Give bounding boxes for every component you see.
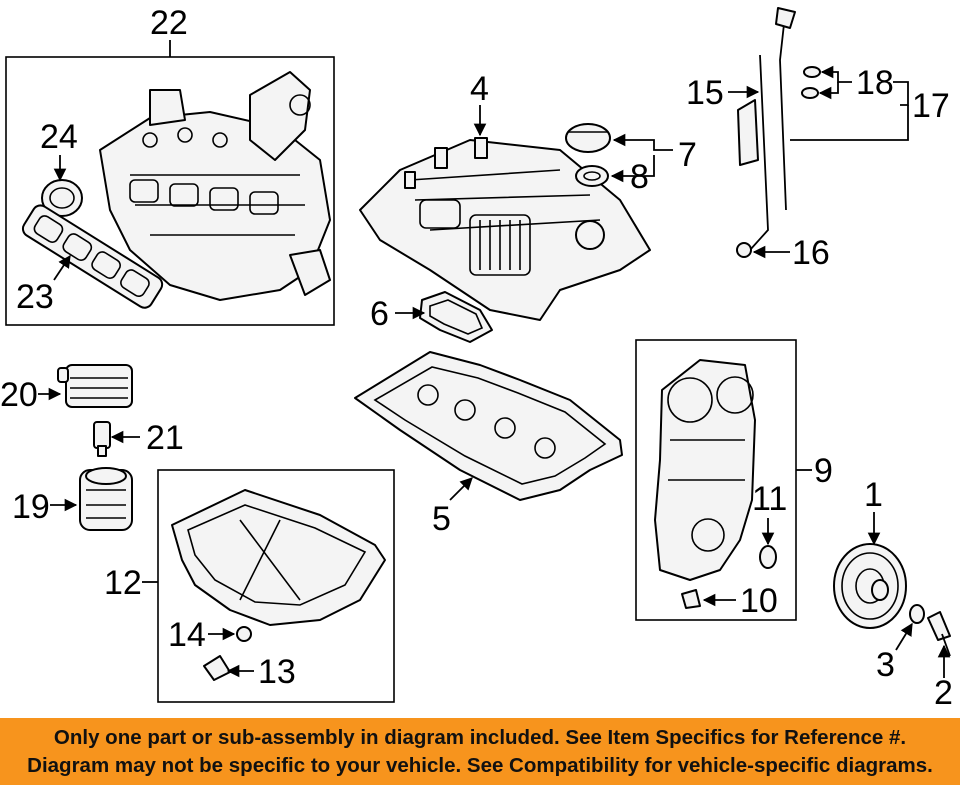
- oil-filter-part[interactable]: [79, 467, 133, 531]
- callout-22: 22: [150, 4, 188, 42]
- leader-lines: [38, 40, 951, 678]
- callout-5: 5: [432, 500, 451, 538]
- drain-plug-gasket-part[interactable]: [236, 626, 252, 642]
- callout-9: 9: [814, 452, 833, 490]
- callout-3: 3: [876, 646, 895, 684]
- valve-cover-gasket-part[interactable]: [354, 351, 623, 501]
- oil-pan-part[interactable]: [171, 489, 386, 626]
- callout-4: 4: [470, 70, 489, 108]
- oil-filler-cap-seal-part[interactable]: [575, 165, 609, 187]
- callout-24: 24: [40, 118, 78, 156]
- oil-cooler-part[interactable]: [57, 364, 133, 408]
- valve-cover-part[interactable]: [359, 137, 651, 321]
- callout-14: 14: [168, 616, 206, 654]
- callout-16: 16: [792, 234, 830, 272]
- callout-19: 19: [12, 488, 50, 526]
- crankshaft-pulley-part[interactable]: [833, 543, 907, 629]
- disclaimer-line-1: Only one part or sub-assembly in diagram…: [53, 725, 907, 749]
- callout-8: 8: [630, 158, 649, 196]
- disclaimer-banner: Only one part or sub-assembly in diagram…: [0, 718, 960, 785]
- dipstick-seal-part[interactable]: [801, 66, 821, 99]
- intake-manifold-part[interactable]: [99, 71, 331, 301]
- callout-11: 11: [752, 480, 787, 518]
- callout-13: 13: [258, 653, 296, 691]
- callout-23: 23: [16, 278, 54, 316]
- timing-cover-seal-part[interactable]: [759, 545, 777, 569]
- spark-plug-tube-seal-part[interactable]: [419, 291, 493, 343]
- timing-cover-group-box: [635, 339, 797, 621]
- oil-dipstick-part[interactable]: [775, 7, 796, 211]
- oil-filler-cap-part[interactable]: [565, 123, 611, 153]
- callout-17: 17: [912, 87, 950, 125]
- callout-7: 7: [678, 136, 697, 174]
- callout-2: 2: [934, 674, 953, 712]
- pulley-washer-part[interactable]: [909, 604, 925, 624]
- parts-diagram: 22 24 23 4 7 8 6 5 15 18 17 16 20 21 19 …: [0, 4, 953, 712]
- callout-6: 6: [370, 295, 389, 333]
- dipstick-tube-part[interactable]: [737, 54, 769, 251]
- callout-20: 20: [0, 376, 38, 414]
- callout-21: 21: [146, 419, 184, 457]
- drain-plug-part[interactable]: [203, 655, 231, 681]
- callout-1: 1: [864, 476, 883, 514]
- intake-manifold-gasket-part[interactable]: [20, 202, 165, 310]
- callout-10: 10: [740, 582, 778, 620]
- callout-15: 15: [686, 74, 724, 112]
- timing-cover-bolt-part[interactable]: [681, 589, 701, 609]
- oil-pressure-sensor-part[interactable]: [93, 421, 111, 457]
- pulley-bolt-part[interactable]: [927, 611, 951, 657]
- callout-18: 18: [856, 64, 894, 102]
- callout-12: 12: [104, 564, 142, 602]
- oil-pan-group-box: [157, 469, 395, 703]
- dipstick-tube-seal-part[interactable]: [736, 242, 752, 258]
- disclaimer-line-2: Diagram may not be specific to your vehi…: [27, 753, 933, 777]
- timing-cover-part[interactable]: [654, 359, 756, 581]
